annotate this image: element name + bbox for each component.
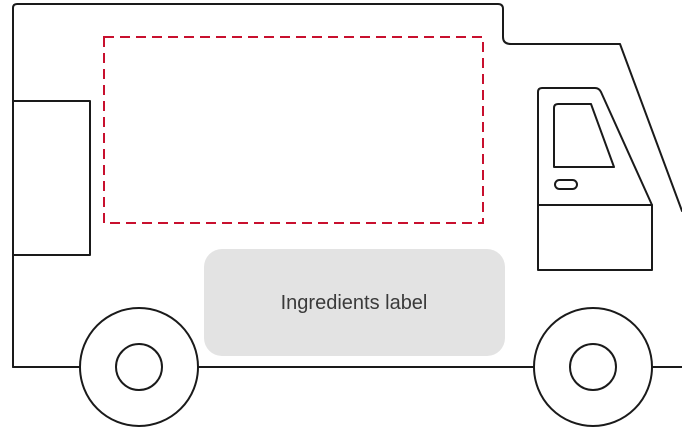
cab-window [554,104,614,167]
front-hub [570,344,616,390]
rear-hub [116,344,162,390]
rear-hatch [13,101,90,255]
door-handle [555,180,577,189]
rear-wheel [80,308,198,426]
print-area-dashed-box [104,37,483,223]
front-wheel [534,308,652,426]
ingredients-label-text: Ingredients label [281,292,428,314]
